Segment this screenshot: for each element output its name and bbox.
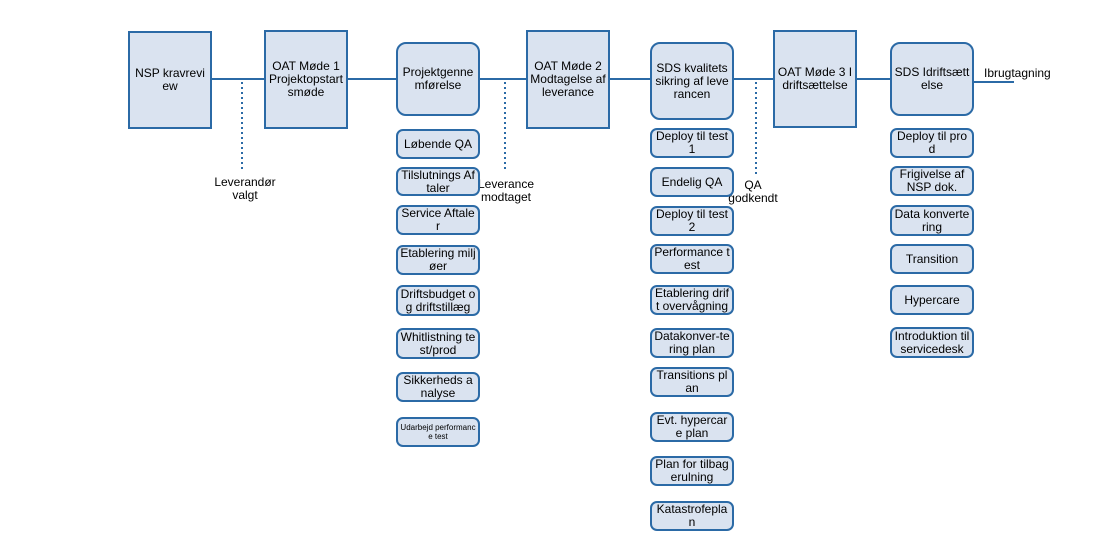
- task-transitions-plan: Transitions plan: [650, 367, 734, 397]
- task-datakonvertering-plan: Datakonver-tering plan: [650, 328, 734, 358]
- task-hypercare-plan: Evt. hypercare plan: [650, 412, 734, 442]
- task-driftsbudget: Driftsbudget og driftstillæg: [396, 285, 480, 316]
- nsp-kravreview-box: NSP kravreview: [128, 31, 212, 129]
- milestone-leverance-modtaget: Leverance modtaget: [477, 177, 535, 204]
- task-service-aftaler: Service Aftaler: [396, 205, 480, 235]
- projektgennemforelse-box: Projektgennemførelse: [396, 42, 480, 116]
- ibrugtagning-label: Ibrugtagning: [984, 66, 1051, 80]
- sds-idriftsaettelse-box: SDS Idriftsættelse: [890, 42, 974, 116]
- sds-kvalitetssikring-label: SDS kvalitetssikring af leverancen: [655, 60, 729, 101]
- task-udarbejd-performance-test: Udarbejd performance test: [396, 417, 480, 447]
- task-frigivelse-nsp: Frigivelse af NSP dok.: [890, 166, 974, 196]
- task-endelig-qa: Endelig QA: [650, 167, 734, 197]
- task-introduktion-servicedesk: Introduktion til servicedesk: [890, 327, 974, 358]
- sds-kvalitetssikring-box: SDS kvalitetssikring af leverancen: [650, 42, 734, 120]
- task-data-konvertering: Data konvertering: [890, 205, 974, 236]
- oat-meeting-1-box: OAT Møde 1 Projektopstartsmøde: [264, 30, 348, 129]
- task-deploy-test1: Deploy til test1: [650, 128, 734, 158]
- oat-meeting-3-box: OAT Møde 3 Idriftsættelse: [773, 30, 857, 128]
- task-performance-test: Performance test: [650, 244, 734, 274]
- sds-idriftsaettelse-label: SDS Idriftsættelse: [894, 65, 970, 92]
- milestone-qa-godkendt: QA godkendt: [728, 178, 778, 205]
- task-hypercare: Hypercare: [890, 285, 974, 315]
- task-sikkerheds-analyse: Sikkerheds analyse: [396, 372, 480, 402]
- oat-meeting-1-label: OAT Møde 1 Projektopstartsmøde: [268, 59, 344, 99]
- oat-meeting-3-label: OAT Møde 3 Idriftsættelse: [777, 65, 853, 92]
- task-etablering-drift: Etablering drift overvågning: [650, 285, 734, 315]
- task-katastrofeplan: Katastrofeplan: [650, 501, 734, 531]
- task-deploy-test2: Deploy til test2: [650, 206, 734, 236]
- task-transition: Transition: [890, 244, 974, 274]
- task-whitlistning: Whitlistning test/prod: [396, 328, 480, 359]
- projektgennemforelse-label: Projektgennemførelse: [402, 65, 474, 92]
- nsp-kravreview-label: NSP kravreview: [135, 66, 205, 93]
- task-etablering-miljoer: Etablering miljøer: [396, 245, 480, 275]
- task-deploy-prod: Deploy til prod: [890, 128, 974, 158]
- oat-meeting-2-label: OAT Møde 2 Modtagelse af leverance: [530, 59, 606, 99]
- oat-meeting-2-box: OAT Møde 2 Modtagelse af leverance: [526, 30, 610, 129]
- task-tilslutnings-aftaler: Tilslutnings Aftaler: [396, 167, 480, 196]
- task-plan-tilbagerulning: Plan for tilbagerulning: [650, 456, 734, 486]
- task-lobende-qa: Løbende QA: [396, 129, 480, 159]
- milestone-leverandor-valgt: Leverandør valgt: [214, 175, 276, 202]
